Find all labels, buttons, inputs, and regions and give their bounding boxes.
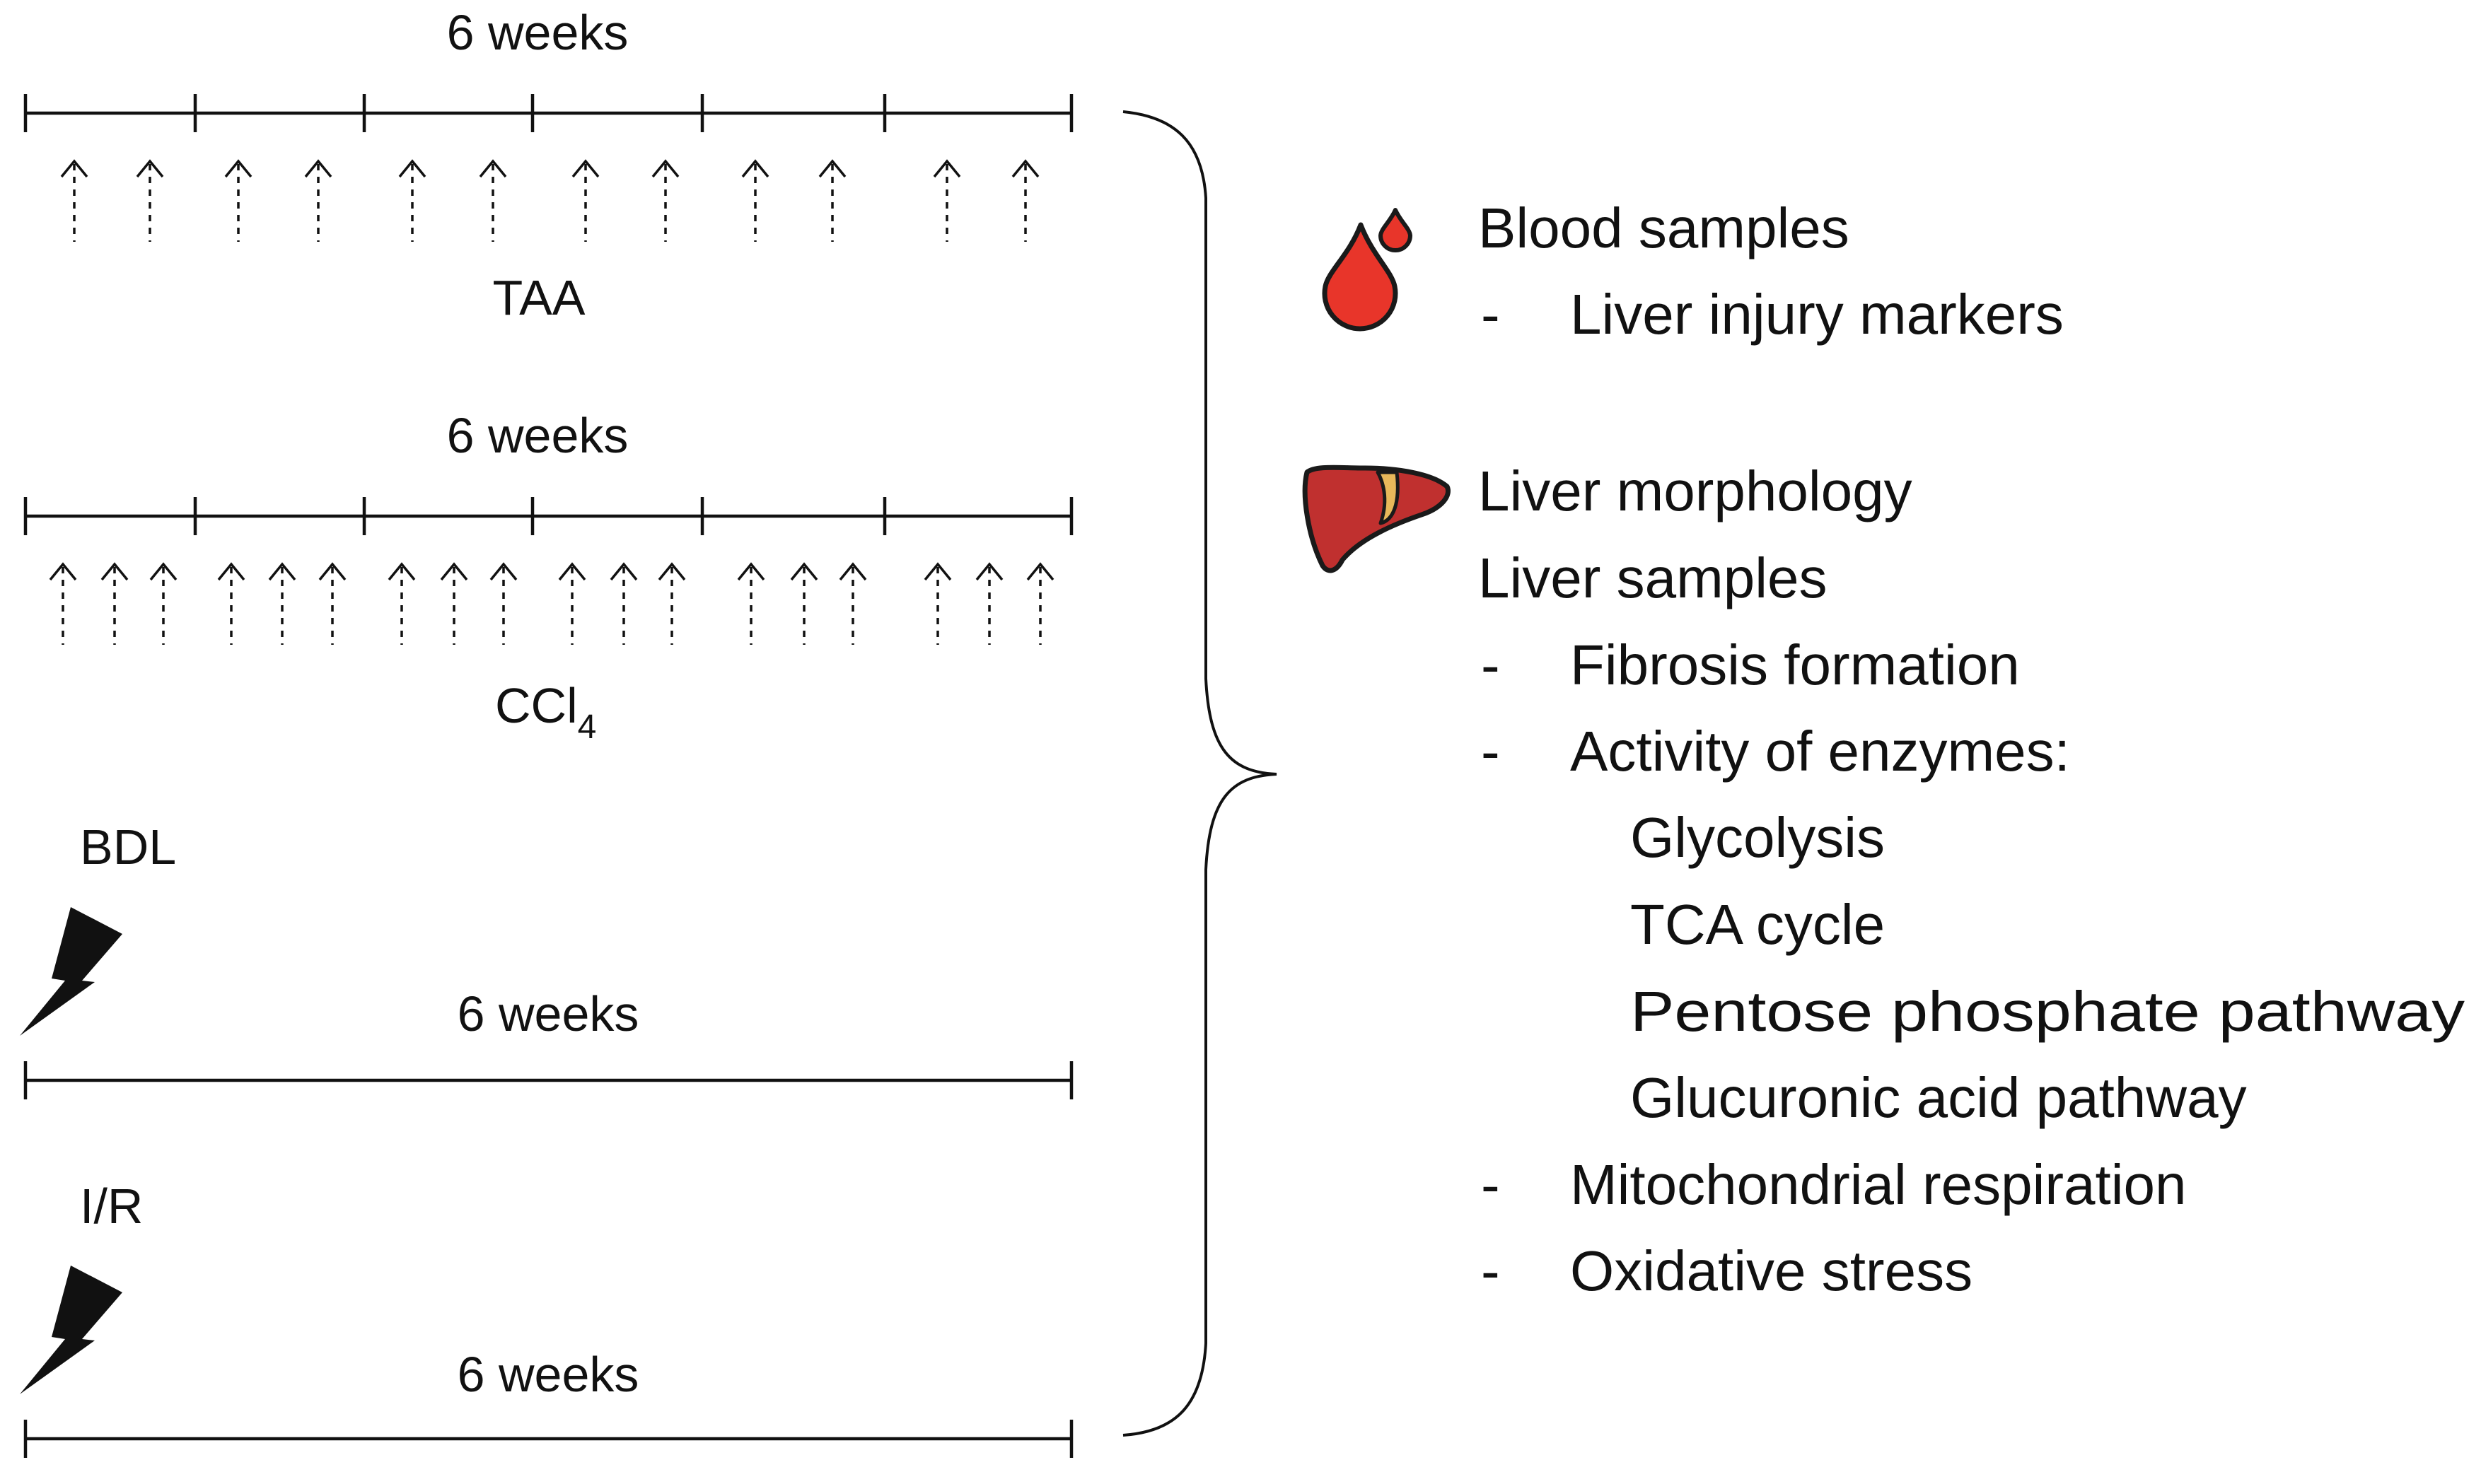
ccl4-protocol-label: CCl4 [495,678,596,746]
injection-arrow [60,159,88,242]
lightning-bolt-icon [20,1266,122,1394]
taa-protocol: 6 weeks TAA [23,5,1074,325]
injection-arrow [975,562,1004,645]
injection-arrow [479,159,507,242]
ir-protocol-label: I/R [80,1179,143,1234]
taa-injection-arrows [60,159,1040,242]
ccl4-subscript: 4 [578,708,597,746]
injection-arrow [839,562,867,645]
curly-brace [1122,110,1277,1437]
injection-arrow [658,562,686,645]
ir-protocol: I/R 6 weeks [20,1179,1074,1458]
injection-arrow [737,562,765,645]
ccl4-duration-label: 6 weeks [447,408,629,463]
liver-item-oxidative-stress: Oxidative stress [1570,1239,1972,1302]
injection-arrow [790,562,818,645]
enzyme-pathway-pentose-phosphate: Pentose phosphate pathway [1630,980,2465,1043]
injection-arrow [100,562,129,645]
liver-item-dash: - [1481,633,1500,696]
injection-arrow [1011,159,1040,242]
ccl4-protocol: 6 weeks CCl4 [23,408,1074,746]
injection-arrow [489,562,518,645]
ccl4-timeline [23,497,1074,535]
liver-item-fibrosis-formation: Fibrosis formation [1570,633,2020,696]
blood-drop-icon [1322,208,1412,332]
injection-arrow [136,159,164,242]
injection-arrow [924,562,952,645]
injection-arrow [440,562,468,645]
blood-item-liver-injury-markers: Liver injury markers [1570,283,2064,346]
injection-arrow [398,159,426,242]
injection-arrow [741,159,769,242]
injection-arrow [818,159,847,242]
liver-samples-subtitle: Liver samples [1478,547,1828,609]
bdl-duration-label: 6 weeks [458,986,639,1041]
injection-arrow [1026,562,1054,645]
liver-icon [1302,465,1451,573]
injection-arrow [49,562,77,645]
injection-arrow [933,159,961,242]
liver-item-activity-of-enzymes: Activity of enzymes: [1570,720,2070,783]
blood-samples-section: Blood samples - Liver injury markers [1322,197,2064,346]
liver-morphology-title: Liver morphology [1478,460,1912,522]
liver-item-dash: - [1481,1153,1500,1216]
injection-arrow [610,562,638,645]
liver-item-mitochondrial-respiration: Mitochondrial respiration [1570,1153,2187,1216]
ccl4-week-ticks [23,497,1074,535]
injection-arrow [224,159,252,242]
taa-duration-label: 6 weeks [447,5,629,60]
injection-arrow [651,159,680,242]
taa-week-ticks [23,94,1074,132]
bdl-timeline [23,1061,1074,1099]
injection-arrow [388,562,416,645]
enzyme-pathway-tca-cycle: TCA cycle [1630,893,1885,956]
liver-section: Liver morphology Liver samples - Fibrosi… [1302,460,2465,1302]
lightning-bolt-icon [20,907,122,1036]
ir-duration-label: 6 weeks [458,1347,639,1402]
injection-arrow [217,562,245,645]
bdl-protocol-label: BDL [80,819,176,875]
ccl4-injection-arrows [49,562,1054,645]
injection-arrow [318,562,347,645]
liver-item-dash: - [1481,1239,1500,1302]
injection-arrow [149,562,178,645]
injection-arrow [268,562,296,645]
enzyme-pathway-glycolysis: Glycolysis [1630,806,1885,869]
liver-item-dash: - [1481,720,1500,783]
ccl4-name: CCl [495,678,578,733]
injection-arrow [558,562,586,645]
ir-timeline [23,1420,1074,1458]
blood-samples-title: Blood samples [1478,197,1849,259]
injection-arrow [304,159,332,242]
taa-protocol-label: TAA [493,270,586,325]
injection-arrow [571,159,600,242]
blood-item-dash: - [1481,283,1500,346]
enzyme-pathway-glucuronic-acid: Glucuronic acid pathway [1630,1066,2247,1129]
bdl-protocol: BDL 6 weeks [20,819,1074,1099]
taa-timeline [23,94,1074,132]
